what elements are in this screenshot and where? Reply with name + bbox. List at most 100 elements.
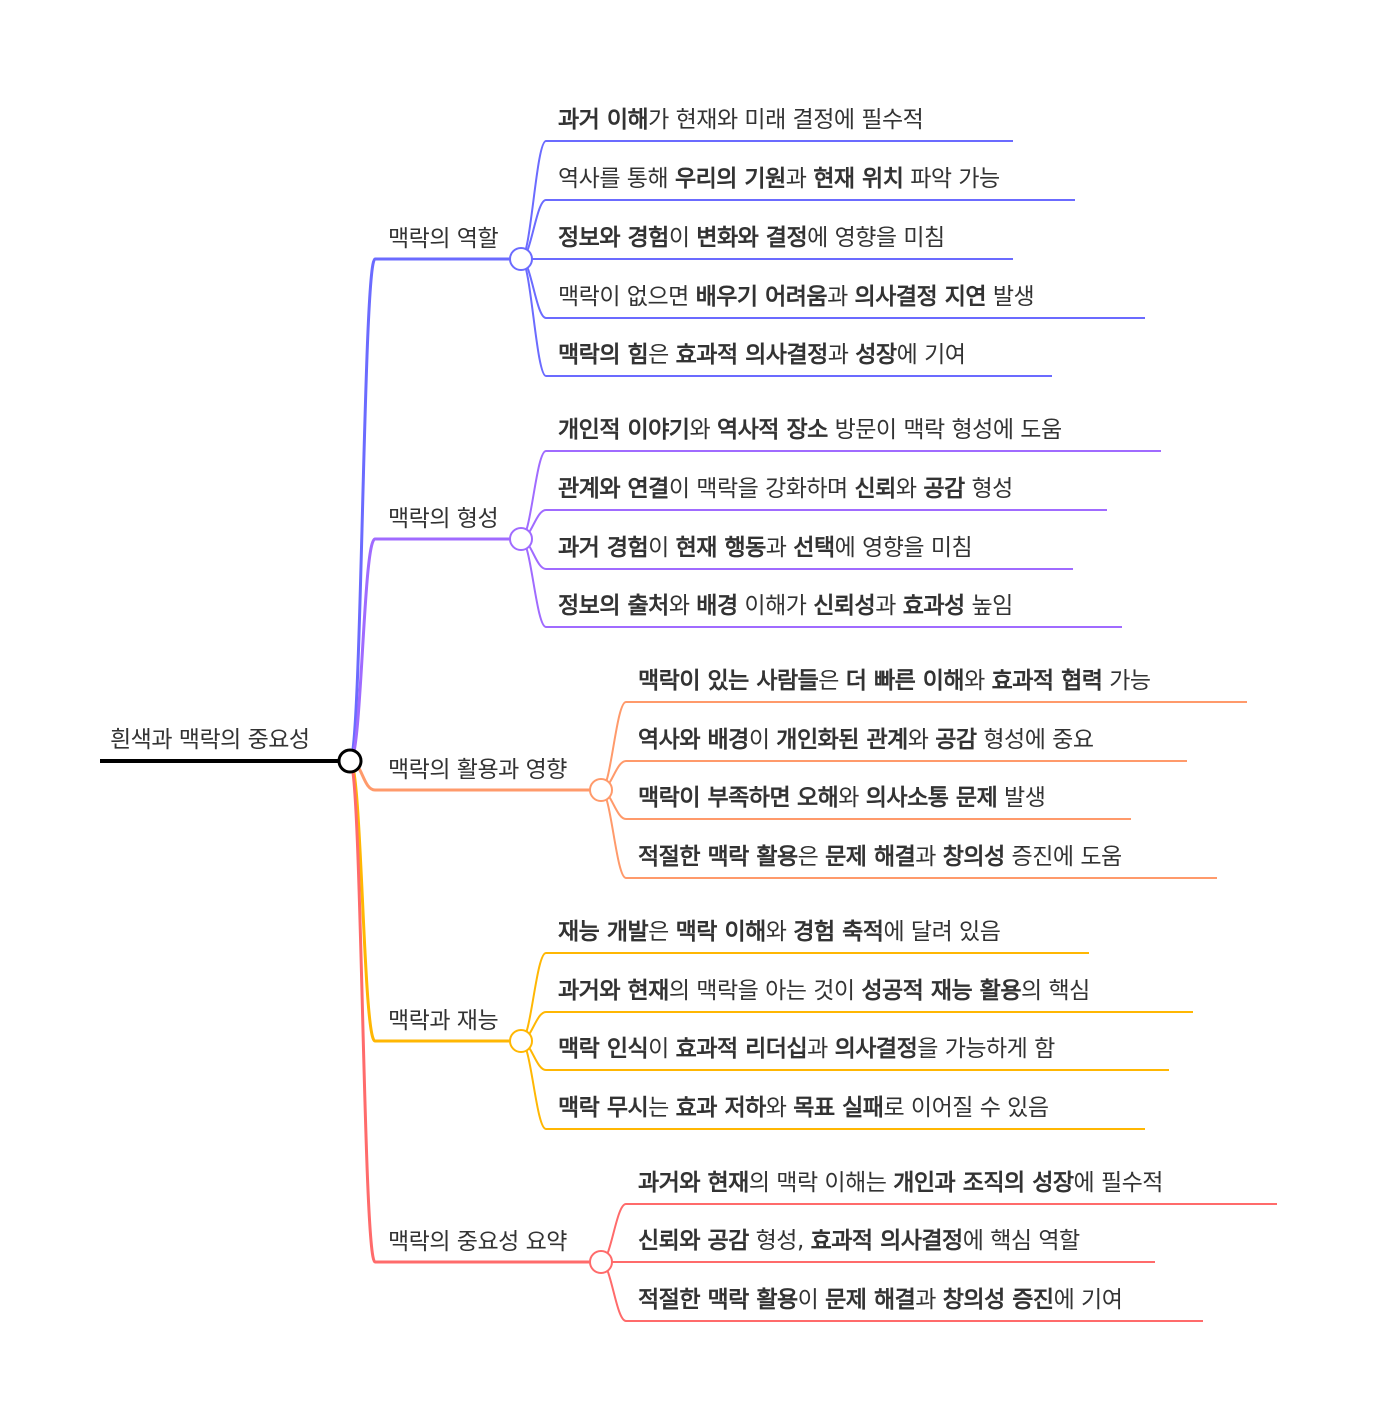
leaf-text: 과 [827,342,856,368]
root-toggle[interactable] [337,748,363,774]
leaf-text: 은 [818,668,846,694]
keyword-text: 효과적 협력 [991,668,1103,694]
keyword-text: 과거와 현재 [558,978,669,1004]
leaf-node[interactable]: 맥락 무시는 효과 저하와 목표 실패로 이어질 수 있음 [558,1092,1135,1124]
leaf-text: 발생 [986,284,1035,310]
leaf-node[interactable]: 개인적 이야기와 역사적 장소 방문이 맥락 형성에 도움 [558,414,1151,446]
leaf-text: 형성 [964,476,1013,502]
leaf-node[interactable]: 역사를 통해 우리의 기원과 현재 위치 파악 가능 [558,163,1065,195]
keyword-text: 신뢰와 공감 [638,1228,749,1254]
keyword-text: 창의성 [942,844,1005,870]
keyword-text: 맥락 무시 [558,1095,649,1121]
leaf-text: 과 [765,535,794,561]
leaf-node[interactable]: 신뢰와 공감 형성, 효과적 의사결정에 핵심 역할 [638,1225,1145,1257]
branch-label[interactable]: 맥락의 형성 [388,506,499,532]
leaf-node[interactable]: 맥락이 없으면 배우기 어려움과 의사결정 지연 발생 [558,281,1135,313]
leaf-node[interactable]: 과거 이해가 현재와 미래 결정에 필수적 [558,104,1003,136]
leaf-text: 의 맥락 이해는 [748,1170,894,1196]
leaf-node[interactable]: 맥락이 부족하면 오해와 의사소통 문제 발생 [638,782,1121,814]
leaf-text: 은 [648,342,676,368]
keyword-text: 개인과 조직의 성장 [893,1170,1074,1196]
leaf-text: 이 맥락을 강화하며 [668,476,855,502]
leaf-node[interactable]: 정보의 출처와 배경 이해가 신뢰성과 효과성 높임 [558,590,1112,622]
keyword-text: 정보의 출처 [558,593,669,619]
leaf-text: 에 기여 [1053,1287,1123,1313]
leaf-text: 의 핵심 [1020,978,1090,1004]
keyword-text: 현재 행동 [675,535,767,561]
branch-label[interactable]: 맥락의 활용과 영향 [388,757,567,783]
branch-toggle[interactable] [509,1029,533,1053]
keyword-text: 신뢰 [854,476,897,502]
keyword-text: 의사소통 문제 [865,785,998,811]
keyword-text: 맥락이 있는 사람들 [638,668,819,694]
leaf-text: 이 [668,225,697,251]
keyword-text: 효과성 [902,593,965,619]
leaf-node[interactable]: 적절한 맥락 활용이 문제 해결과 창의성 증진에 기여 [638,1284,1193,1316]
leaf-node[interactable]: 맥락이 있는 사람들은 더 빠른 이해와 효과적 협력 가능 [638,665,1237,697]
keyword-text: 경험 축적 [793,919,884,945]
leaf-link [520,258,547,377]
keyword-text: 맥락이 부족하면 [638,785,791,811]
keyword-text: 맥락 이해 [675,919,767,945]
branch-link [348,257,377,763]
leaf-text: 을 가능하게 함 [917,1036,1055,1062]
keyword-text: 배경 [696,593,738,619]
leaf-text: 과 [827,284,855,310]
leaf-text: 에 핵심 역할 [962,1228,1080,1254]
keyword-text: 문제 해결 [825,844,916,870]
keyword-text: 우리의 기원 [674,166,786,192]
keyword-text: 맥락 인식 [558,1036,649,1062]
keyword-text: 재능 개발 [558,919,649,945]
keyword-text: 의사결정 지연 [854,284,987,310]
leaf-text: 파악 가능 [903,166,1000,192]
leaf-node[interactable]: 맥락 인식이 효과적 리더십과 의사결정을 가능하게 함 [558,1033,1159,1065]
branch-toggle[interactable] [589,778,613,802]
keyword-text: 더 빠른 이해 [845,668,965,694]
keyword-text: 과거와 현재 [638,1170,749,1196]
leaf-text: 와 [964,668,992,694]
leaf-node[interactable]: 과거와 현재의 맥락을 아는 것이 성공적 재능 활용의 핵심 [558,975,1183,1007]
leaf-text: 로 이어질 수 있음 [883,1095,1049,1121]
keyword-text: 개인화된 관계 [776,727,908,753]
keyword-text: 선택 [793,535,835,561]
leaf-text: 와 [668,593,697,619]
leaf-node[interactable]: 과거 경험이 현재 행동과 선택에 영향을 미침 [558,532,1063,564]
leaf-node[interactable]: 정보와 경험이 변화와 결정에 영향을 미침 [558,222,1003,254]
keyword-text: 효과적 의사결정 [675,342,829,368]
branch-toggle[interactable] [509,247,533,271]
leaf-node[interactable]: 관계와 연결이 맥락을 강화하며 신뢰와 공감 형성 [558,473,1097,505]
leaf-text: 가 현재와 미래 결정에 필수적 [648,107,924,133]
leaf-node[interactable]: 과거와 현재의 맥락 이해는 개인과 조직의 성장에 필수적 [638,1167,1267,1199]
keyword-text: 과거 경험 [558,535,649,561]
leaf-text: 에 영향을 미침 [807,225,945,251]
leaf-link [520,140,547,260]
leaf-node[interactable]: 맥락의 힘은 효과적 의사결정과 성장에 기여 [558,339,1042,371]
leaf-text: 는 [648,1095,676,1121]
leaf-node[interactable]: 역사와 배경이 개인화된 관계와 공감 형성에 중요 [638,724,1177,756]
keyword-text: 효과 저하 [675,1095,767,1121]
keyword-text: 의사결정 [834,1036,918,1062]
keyword-text: 역사와 배경 [638,727,749,753]
leaf-text: 이 [648,535,676,561]
leaf-text: 발생 [997,785,1046,811]
leaf-text: 에 달려 있음 [883,919,1001,945]
leaf-node[interactable]: 적절한 맥락 활용은 문제 해결과 창의성 증진에 도움 [638,841,1207,873]
branch-label[interactable]: 맥락의 역할 [388,226,499,252]
leaf-text: 형성, [748,1228,811,1254]
leaf-text: 가능 [1102,668,1151,694]
keyword-text: 신뢰성 [813,593,876,619]
branch-label[interactable]: 맥락의 중요성 요약 [388,1229,567,1255]
keyword-text: 적절한 맥락 활용 [638,844,798,870]
branch-label[interactable]: 맥락과 재능 [388,1008,499,1034]
keyword-text: 효과적 리더십 [675,1036,808,1062]
leaf-text: 맥락이 없으면 [558,284,696,310]
leaf-text: 의 맥락을 아는 것이 [668,978,862,1004]
branch-toggle[interactable] [589,1250,613,1274]
keyword-text: 공감 [935,727,977,753]
root-label[interactable]: 흰색과 맥락의 중요성 [110,727,310,753]
keyword-text: 과거 이해 [558,107,649,133]
leaf-node[interactable]: 재능 개발은 맥락 이해와 경험 축적에 달려 있음 [558,916,1079,948]
branch-toggle[interactable] [509,527,533,551]
leaf-text: 방문이 맥락 형성에 도움 [827,417,1063,443]
